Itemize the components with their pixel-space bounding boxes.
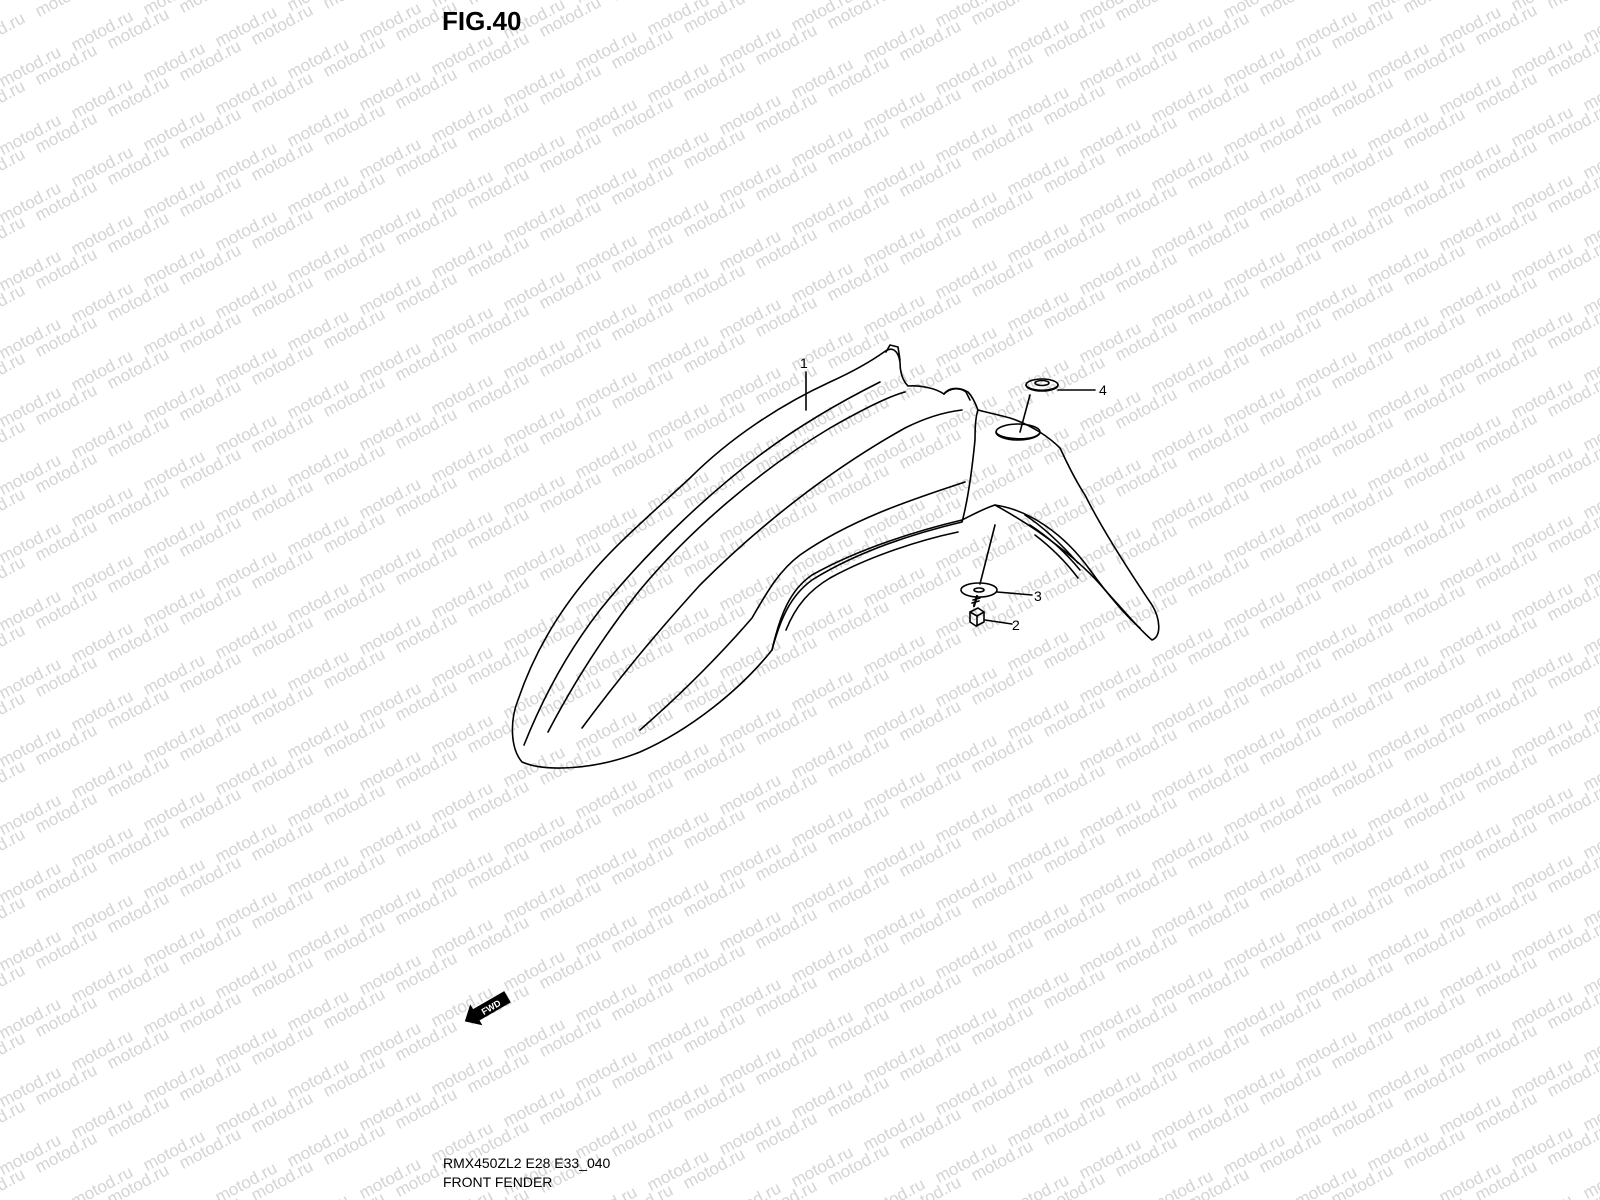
fender-side-panel bbox=[771, 409, 979, 651]
figure-title: FIG.40 bbox=[442, 6, 522, 36]
fender-ridge-3 bbox=[581, 409, 963, 729]
figure-footer: RMX450ZL2 E28 E33_040 FRONT FENDER bbox=[443, 1154, 610, 1192]
grommet-part bbox=[1025, 378, 1059, 392]
fender-tail-stripe-3 bbox=[1034, 534, 1079, 579]
leader-line-3-up bbox=[979, 524, 996, 585]
leader-line-3 bbox=[996, 591, 1033, 596]
callout-2: 2 bbox=[1012, 617, 1020, 633]
figure-name: FRONT FENDER bbox=[443, 1174, 553, 1190]
fender-tail-stripe-1 bbox=[1024, 514, 1079, 564]
fender-mount-tab-left bbox=[885, 344, 901, 361]
washer-part bbox=[960, 582, 998, 598]
fender-tail-inner bbox=[994, 504, 1141, 629]
leader-line-4-down bbox=[1019, 394, 1031, 433]
fender-side-inner bbox=[785, 531, 959, 631]
grommet-seat-shadow bbox=[995, 431, 1041, 440]
callout-4: 4 bbox=[1099, 382, 1107, 398]
leader-line-2 bbox=[984, 619, 1013, 625]
bolt-part bbox=[969, 594, 985, 627]
figure-code: RMX450ZL2 E28 E33_040 bbox=[443, 1155, 611, 1171]
fender-mount-tab-right bbox=[943, 388, 971, 401]
fwd-arrow-icon: FWD bbox=[464, 991, 511, 1026]
callout-3: 3 bbox=[1034, 588, 1042, 604]
fender-ridge-4 bbox=[639, 481, 966, 731]
fender-ridge-2 bbox=[547, 391, 906, 733]
callout-1: 1 bbox=[800, 355, 808, 371]
fender-ridge-1 bbox=[523, 381, 881, 746]
fender-tail-stripe-2 bbox=[1029, 524, 1081, 571]
